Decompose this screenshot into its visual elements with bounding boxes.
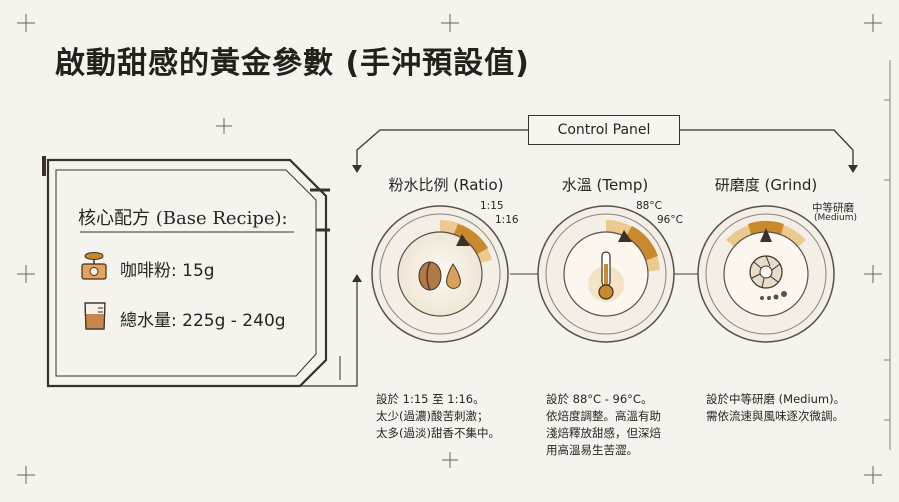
recipe-water-amount: 總水量: 225g - 240g xyxy=(120,311,286,331)
dial-temp-note: 設於 88°C - 96°C。 依焙度調整。高溫有助 淺焙釋放甜感，但深焙 用高… xyxy=(546,392,661,457)
dial-temp-label-low: 88°C xyxy=(636,200,662,212)
dial-grind xyxy=(697,205,835,343)
dial-ratio xyxy=(371,205,509,343)
recipe-coffee-amount: 咖啡粉: 15g xyxy=(120,261,215,281)
dial-grind-label-zh: 中等研磨 xyxy=(812,202,854,214)
beaker-icon xyxy=(84,302,106,330)
dial-temp-label-high: 96°C xyxy=(657,214,683,226)
dial-grind-title: 研磨度 (Grind) xyxy=(714,176,818,194)
dial-grind-note: 設於中等研磨 (Medium)。 需依流速與風味逐次微調。 xyxy=(706,392,846,423)
dial-temp-title: 水溫 (Temp) xyxy=(561,176,649,194)
dial-ratio-note: 設於 1:15 至 1:16。 太少(過濃)酸苦刺激； 太多(過淡)甜香不集中。 xyxy=(376,392,500,440)
page-title: 啟動甜感的黃金參數 (手沖預設值) xyxy=(55,46,530,81)
dial-ratio-label-low: 1:15 xyxy=(480,200,504,212)
recipe-heading: 核心配方 (Base Recipe): xyxy=(78,208,288,229)
dial-ratio-title: 粉水比例 (Ratio) xyxy=(388,176,504,194)
control-panel-label: Control Panel xyxy=(528,115,680,145)
scale-icon xyxy=(81,252,107,280)
dial-grind-label-en: (Medium) xyxy=(814,213,858,223)
dial-ratio-label-high: 1:16 xyxy=(495,214,519,226)
dial-temp xyxy=(537,205,675,343)
